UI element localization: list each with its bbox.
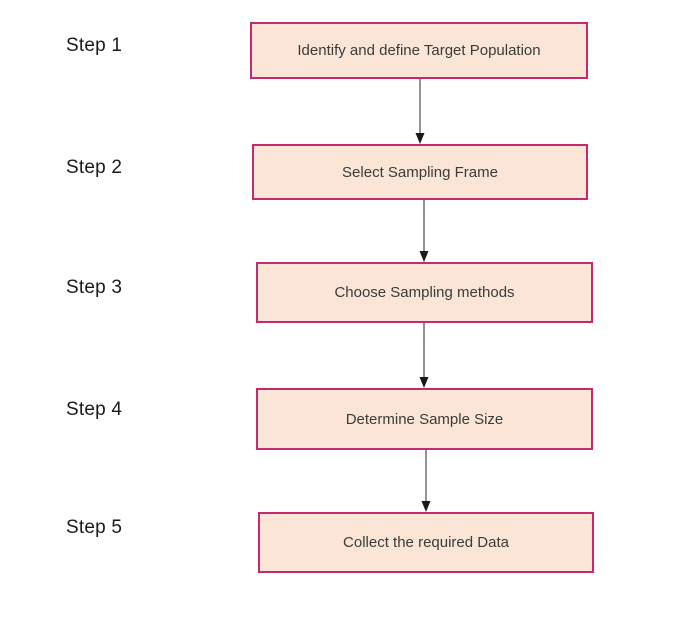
flow-box-3-text: Choose Sampling methods [334, 284, 515, 301]
step-label-2: Step 2 [66, 157, 123, 178]
flow-box-1: Identify and define Target Population [250, 22, 588, 79]
step-label-3: Step 3 [66, 277, 123, 298]
arrow-down-icon-2 [419, 200, 429, 262]
flow-box-2-text: Select Sampling Frame [342, 163, 498, 181]
flow-box-1-text: Identify and define Target Population [297, 42, 541, 59]
arrow-down-icon-1 [415, 79, 425, 144]
step-label-1: Step 1 [66, 35, 123, 56]
arrow-down-icon-3 [419, 323, 429, 388]
step-label-4: Step 4 [66, 399, 123, 420]
arrow-down-icon-4 [421, 450, 431, 512]
flow-box-3: Choose Sampling methods [256, 262, 593, 323]
flow-box-5-text: Collect the required Data [343, 534, 509, 551]
flow-box-4: Determine Sample Size [256, 388, 593, 450]
step-label-5: Step 5 [66, 517, 123, 538]
flow-box-5: Collect the required Data [258, 512, 594, 573]
flow-box-2: Select Sampling Frame [252, 144, 588, 200]
flow-box-4-text: Determine Sample Size [345, 410, 504, 428]
